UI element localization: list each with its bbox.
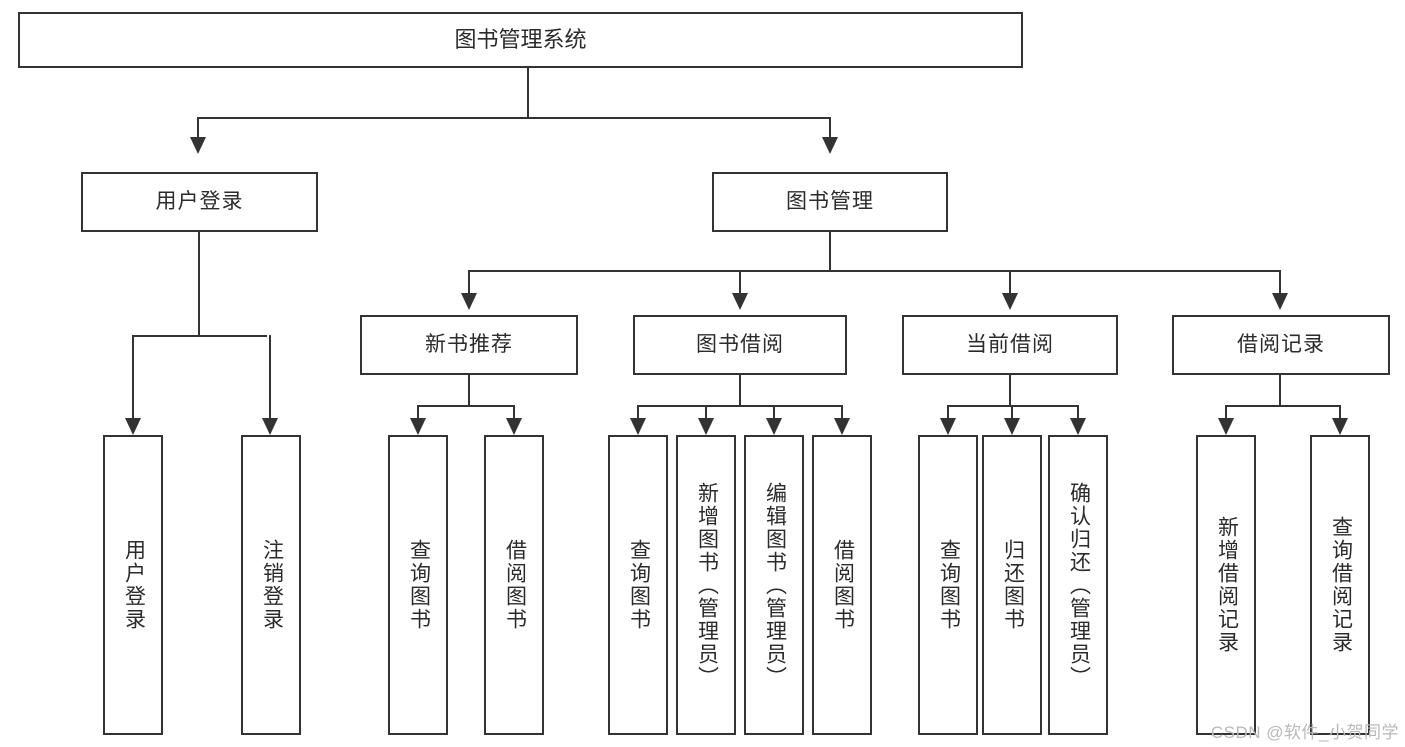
node-new-book-recommend[interactable]: 新书推荐 bbox=[360, 315, 578, 375]
leaf-user-login-logout[interactable]: 注销登录 bbox=[241, 435, 301, 735]
arrow-borrow-record bbox=[1272, 293, 1288, 310]
arrow-user-login-leaf-0 bbox=[125, 418, 141, 435]
connector-drop-user-login bbox=[197, 117, 199, 139]
arrow-user-login-leaf-1 bbox=[262, 418, 278, 435]
arrow-borrow-record-leaf-1 bbox=[1332, 418, 1348, 435]
leaf-current-borrow-query[interactable]: 查询图书 bbox=[918, 435, 978, 735]
node-user-login[interactable]: 用户登录 bbox=[81, 172, 318, 232]
leaf-book-borrow-borrow[interactable]: 借阅图书 bbox=[812, 435, 872, 735]
connector-level3-bus bbox=[468, 270, 1281, 272]
connector-borrow-record-stem bbox=[1279, 375, 1281, 407]
arrow-book-borrow-leaf-2 bbox=[766, 418, 782, 435]
leaf-book-borrow-query[interactable]: 查询图书 bbox=[608, 435, 668, 735]
connector-drop-book-borrow bbox=[739, 270, 741, 295]
connector-book-borrow-leaf-2 bbox=[773, 405, 775, 419]
node-book-manage[interactable]: 图书管理 bbox=[712, 172, 948, 232]
connector-new-book-leaf-0 bbox=[417, 405, 419, 419]
leaf-book-borrow-add[interactable]: 新增图书（管理员） bbox=[676, 435, 736, 735]
connector-book-borrow-stem bbox=[739, 375, 741, 407]
connector-book-borrow-leaf-3 bbox=[841, 405, 843, 419]
connector-level2-bus bbox=[197, 117, 831, 119]
arrow-new-book-leaf-1 bbox=[506, 418, 522, 435]
leaf-new-book-borrow[interactable]: 借阅图书 bbox=[484, 435, 544, 735]
arrow-current-borrow-leaf-2 bbox=[1070, 418, 1086, 435]
leaf-current-borrow-confirm[interactable]: 确认归还（管理员） bbox=[1048, 435, 1108, 735]
arrow-book-borrow-leaf-0 bbox=[630, 418, 646, 435]
connector-book-borrow-leaf-0 bbox=[637, 405, 639, 419]
connector-user-login-stem bbox=[198, 232, 200, 336]
arrow-new-book-leaf-0 bbox=[410, 418, 426, 435]
connector-user-login-leaf-1 bbox=[269, 335, 271, 419]
leaf-current-borrow-return[interactable]: 归还图书 bbox=[982, 435, 1042, 735]
arrow-book-borrow-leaf-3 bbox=[834, 418, 850, 435]
connector-book-borrow-leaf-1 bbox=[705, 405, 707, 419]
node-book-borrow[interactable]: 图书借阅 bbox=[633, 315, 847, 375]
leaf-new-book-query[interactable]: 查询图书 bbox=[388, 435, 448, 735]
connector-book-borrow-bus bbox=[637, 405, 843, 407]
connector-current-borrow-leaf-2 bbox=[1077, 405, 1079, 419]
arrow-current-borrow-leaf-0 bbox=[940, 418, 956, 435]
connector-drop-book-manage bbox=[829, 117, 831, 139]
connector-new-book-bus bbox=[417, 405, 515, 407]
connector-borrow-record-bus bbox=[1225, 405, 1340, 407]
leaf-borrow-record-query[interactable]: 查询借阅记录 bbox=[1310, 435, 1370, 735]
connector-current-borrow-leaf-0 bbox=[947, 405, 949, 419]
arrow-new-book bbox=[461, 293, 477, 310]
arrow-user-login bbox=[190, 137, 206, 154]
connector-root-stem bbox=[527, 68, 529, 118]
arrow-current-borrow bbox=[1002, 293, 1018, 310]
connector-current-borrow-leaf-1 bbox=[1011, 405, 1013, 419]
connector-borrow-record-leaf-1 bbox=[1339, 405, 1341, 419]
node-current-borrow[interactable]: 当前借阅 bbox=[902, 315, 1118, 375]
node-root-system[interactable]: 图书管理系统 bbox=[18, 12, 1023, 68]
connector-book-manage-stem bbox=[829, 232, 831, 272]
leaf-book-borrow-edit[interactable]: 编辑图书（管理员） bbox=[744, 435, 804, 735]
arrow-book-borrow bbox=[732, 293, 748, 310]
connector-drop-borrow-record bbox=[1279, 270, 1281, 295]
connector-drop-current-borrow bbox=[1009, 270, 1011, 295]
connector-drop-new-book bbox=[468, 270, 470, 295]
arrow-borrow-record-leaf-0 bbox=[1218, 418, 1234, 435]
connector-current-borrow-stem bbox=[1009, 375, 1011, 407]
arrow-current-borrow-leaf-1 bbox=[1004, 418, 1020, 435]
connector-borrow-record-leaf-0 bbox=[1225, 405, 1227, 419]
connector-new-book-stem bbox=[468, 375, 470, 407]
node-borrow-record[interactable]: 借阅记录 bbox=[1172, 315, 1390, 375]
connector-new-book-leaf-1 bbox=[513, 405, 515, 419]
arrow-book-manage bbox=[822, 137, 838, 154]
csdn-watermark: CSDN @软件_小贺同学 bbox=[1210, 723, 1399, 742]
connector-user-login-bus bbox=[132, 335, 267, 337]
arrow-book-borrow-leaf-1 bbox=[698, 418, 714, 435]
leaf-user-login-login[interactable]: 用户登录 bbox=[103, 435, 163, 735]
connector-user-login-leaf-0 bbox=[132, 335, 134, 419]
leaf-borrow-record-add[interactable]: 新增借阅记录 bbox=[1196, 435, 1256, 735]
